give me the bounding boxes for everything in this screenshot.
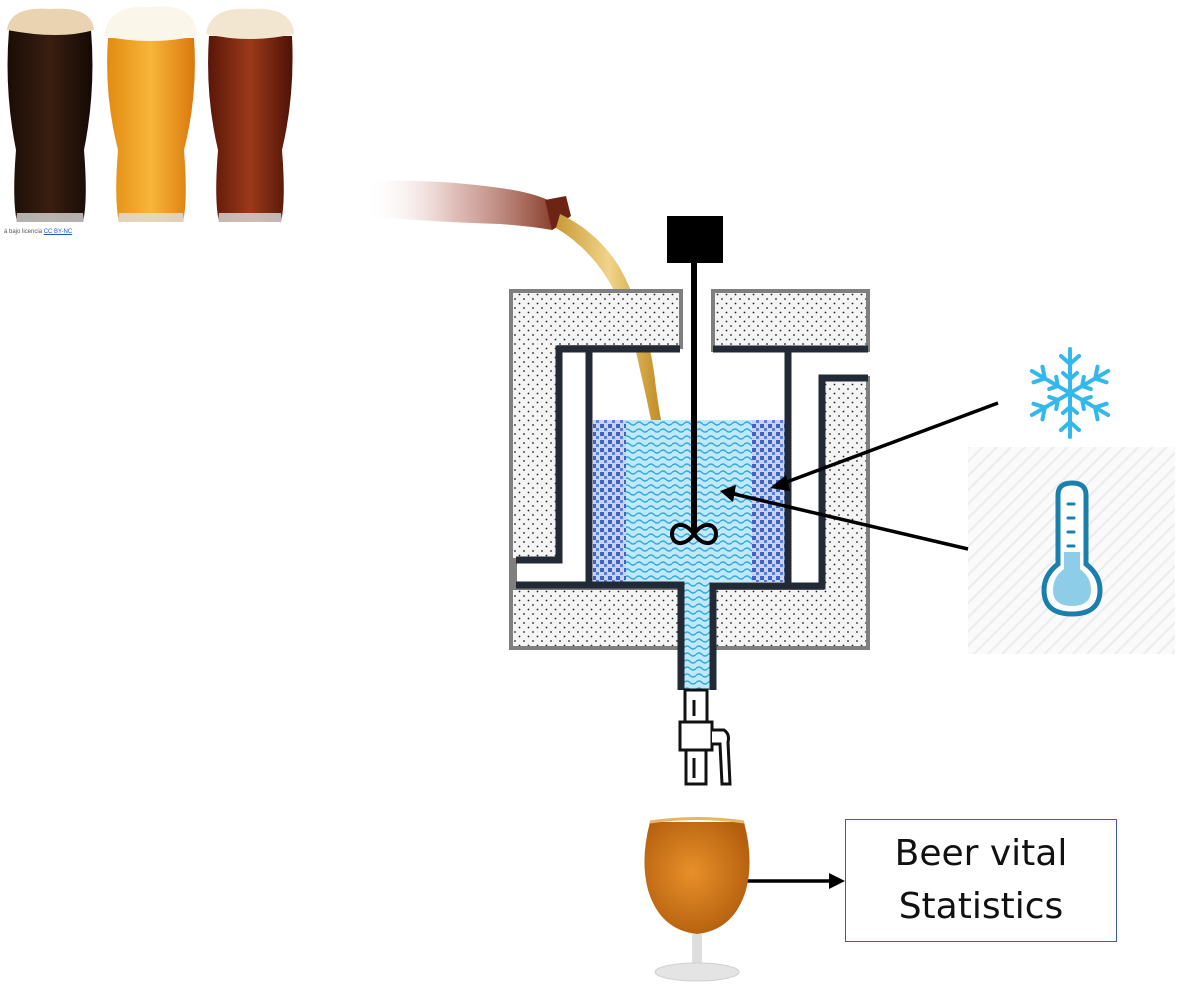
snifter-glass: [644, 817, 750, 982]
agitator-motor: [667, 216, 723, 263]
arrows: [720, 401, 999, 889]
ipa-glass: [104, 6, 197, 222]
stats-line-2: Statistics: [898, 885, 1064, 927]
tap-valve: [678, 688, 732, 786]
agitator: [667, 216, 723, 545]
license-link[interactable]: CC BY-NC: [43, 229, 73, 235]
credit-prefix: á bajo licencia: [4, 229, 43, 235]
stout-glass: [7, 8, 94, 222]
red-ale-glass: [206, 8, 294, 222]
outlet-pipe-liquid: [681, 580, 711, 690]
image-credit: á bajo licencia CC BY-NC: [4, 229, 72, 235]
thermometer-arrow: [733, 492, 969, 551]
vessel-walls: [516, 345, 868, 690]
beer-glasses-photo: [7, 6, 294, 222]
agitator-impeller: [669, 523, 719, 545]
snowflake-arrow: [783, 401, 999, 485]
agitator-shaft: [691, 263, 697, 533]
wort-liquid: [626, 420, 752, 582]
thermometer-icon: [1041, 480, 1103, 617]
snowflake-icon: [1025, 347, 1115, 439]
beer-stats-box: Beer vital Statistics: [845, 819, 1117, 942]
stats-line-1: Beer vital: [894, 833, 1068, 875]
